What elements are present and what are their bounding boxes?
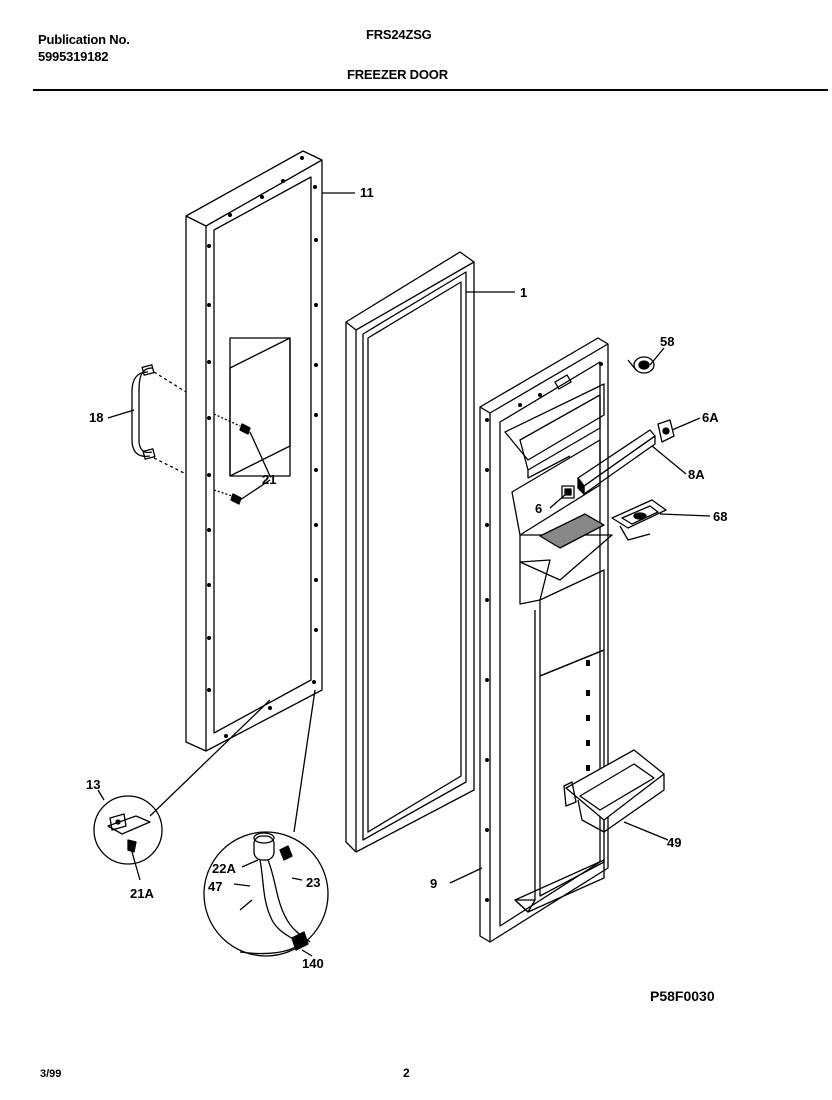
- gasket-1: [345, 251, 475, 853]
- callout-6a: 6A: [702, 410, 719, 425]
- part-6a: [657, 419, 675, 443]
- callout-58: 58: [660, 334, 674, 349]
- door-frame-11: [185, 150, 323, 752]
- model-number: FRS24ZSG: [366, 27, 432, 42]
- callout-8a: 8A: [688, 467, 705, 482]
- rail-8a: [577, 429, 656, 495]
- hinge-detail-13: [93, 699, 271, 881]
- header-rule: [33, 89, 828, 91]
- screw-58: [627, 356, 655, 374]
- callout-49: 49: [667, 835, 681, 850]
- callout-18: 18: [89, 410, 103, 425]
- footer-page-number: 2: [403, 1066, 410, 1080]
- callout-21a: 21A: [130, 886, 154, 901]
- callout-6: 6: [535, 501, 542, 516]
- callout-47: 47: [208, 879, 222, 894]
- callout-11: 11: [360, 185, 374, 200]
- door-panel-9: [479, 337, 613, 943]
- harness-detail: [203, 689, 329, 957]
- shelf-bin-49: [563, 749, 665, 833]
- footer-date: 3/99: [40, 1068, 62, 1080]
- callout-140: 140: [302, 956, 324, 971]
- callout-68: 68: [713, 509, 727, 524]
- callout-9: 9: [430, 876, 437, 891]
- screws-21: [213, 413, 271, 505]
- callout-1: 1: [520, 285, 527, 300]
- part-68: [611, 499, 667, 541]
- publication-number: 5995319182: [38, 49, 109, 64]
- callout-22a: 22A: [212, 861, 236, 876]
- callout-13: 13: [86, 777, 100, 792]
- callout-23: 23: [306, 875, 320, 890]
- publication-label: Publication No.: [38, 32, 130, 47]
- callout-21: 21: [262, 472, 276, 487]
- leader-lines: [107, 192, 711, 957]
- diagram-code: P58F0030: [650, 988, 715, 1004]
- handle-18: [131, 364, 187, 475]
- section-title: FREEZER DOOR: [347, 67, 448, 82]
